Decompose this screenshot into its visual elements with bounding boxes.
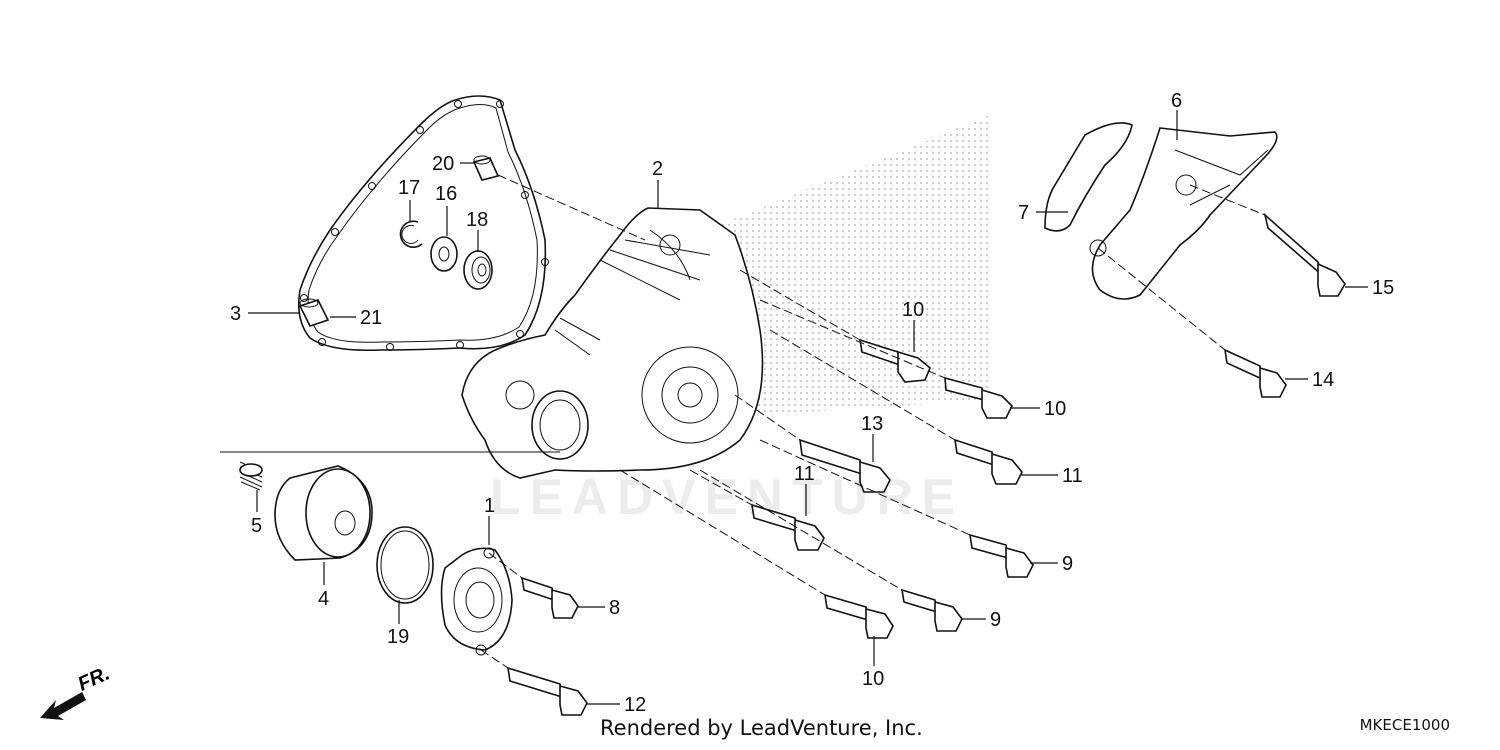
part-label-18[interactable]: 18 [466,209,488,231]
part-label-4[interactable]: 4 [318,588,329,610]
assembly-line [759,299,946,379]
bolt-12-part[interactable] [507,666,588,716]
circlip-part[interactable] [399,220,423,248]
part-label-8[interactable]: 8 [609,597,620,619]
part-label-7[interactable]: 7 [1018,202,1029,224]
assembly-line [480,649,509,669]
bolt-9b-part[interactable] [900,588,963,632]
spring-part[interactable] [239,461,263,491]
part-label-9a[interactable]: 9 [1062,553,1073,575]
oil-seal-part[interactable] [463,250,493,290]
part-label-1[interactable]: 1 [484,495,495,517]
assembly-line [769,329,956,441]
part-label-13[interactable]: 13 [861,413,883,435]
gasket-part[interactable] [297,95,549,352]
bolt-9a-part[interactable] [969,533,1034,578]
part-label-20[interactable]: 20 [432,153,454,175]
bolt-15-part[interactable] [1263,212,1346,297]
oil-filter-part[interactable] [274,465,373,561]
bolt-10c-part[interactable] [824,593,894,639]
part-label-14[interactable]: 14 [1312,369,1334,391]
part-label-16[interactable]: 16 [435,183,457,205]
part-label-6[interactable]: 6 [1171,90,1182,112]
assembly-line [488,552,523,579]
part-label-2[interactable]: 2 [652,158,663,180]
part-label-10c[interactable]: 10 [862,668,884,690]
assembly-line [689,469,753,506]
part-label-10a[interactable]: 10 [902,299,924,321]
bolt-14-part[interactable] [1223,348,1287,398]
bolt-10b-part[interactable] [944,376,1013,419]
assembly-line [619,469,826,596]
part-label-5[interactable]: 5 [251,515,262,537]
assembly-line [1097,247,1226,351]
part-label-11b[interactable]: 11 [794,463,815,485]
part-label-9b[interactable]: 9 [990,609,1001,631]
bolt-13-part[interactable] [799,438,891,493]
part-label-11a[interactable]: 11 [1062,465,1083,487]
bolt-11b-part[interactable] [751,503,825,551]
assembly-line [699,469,903,591]
rendered-by-credit: Rendered by LeadVenture, Inc. [600,716,923,740]
dowel-pin-21-part[interactable] [298,298,330,327]
part-label-21[interactable]: 21 [360,307,382,329]
front-arrow-icon [40,692,86,720]
assembly-line [1189,184,1266,216]
assembly-line [739,269,861,341]
bolt-11a-part[interactable] [954,438,1023,485]
part-label-19[interactable]: 19 [387,626,409,648]
oil-filter-cover-part[interactable] [440,547,513,656]
part-label-3[interactable]: 3 [230,303,241,325]
part-label-17[interactable]: 17 [398,177,420,199]
part-label-10b[interactable]: 10 [1044,398,1066,420]
bolt-8-part[interactable] [520,576,579,619]
o-ring-part[interactable] [376,526,434,604]
dowel-pin-20-part[interactable] [472,155,500,181]
assembly-line [497,174,646,241]
part-label-15[interactable]: 15 [1372,277,1394,299]
sprocket-cover-part[interactable] [1089,127,1278,300]
part-label-12[interactable]: 12 [624,694,646,716]
diagram-code: MKECE1000 [1359,716,1450,734]
washer-part[interactable] [430,236,458,272]
left-crankcase-cover-part[interactable] [461,207,764,479]
assembly-line [734,394,801,441]
gasket-7-part[interactable] [1044,122,1133,232]
